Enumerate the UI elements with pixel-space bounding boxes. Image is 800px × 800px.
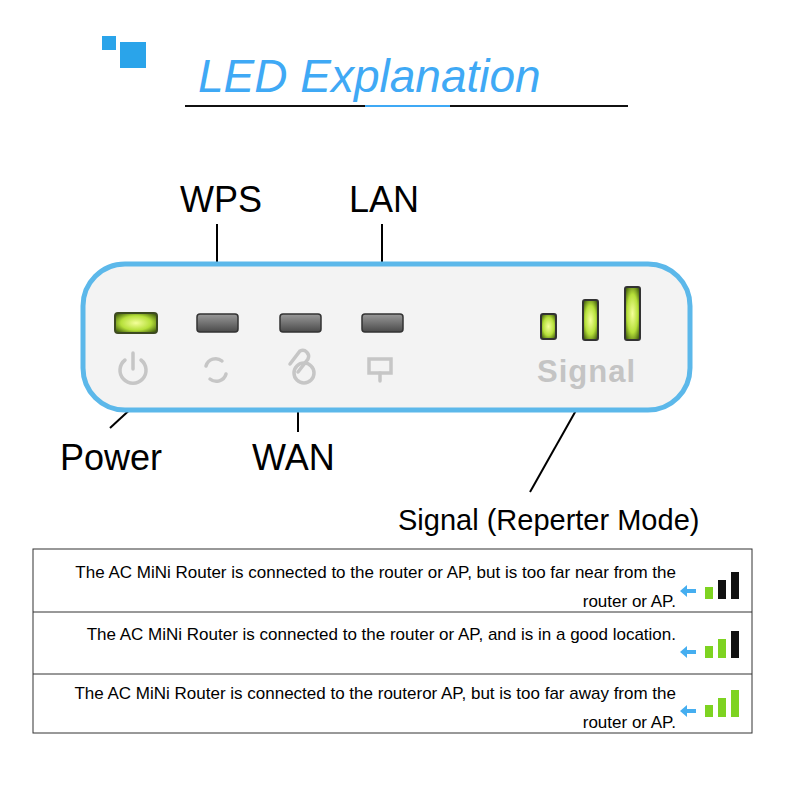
panel-label: Signal [537,355,636,389]
table-cell: The AC MiNi Router is connected to the r… [36,679,676,737]
title: LED Explanation [198,48,541,104]
signal-led [625,287,640,340]
panel-shape [80,261,693,413]
led-name: Power [60,438,162,478]
status-led [362,314,403,332]
pointer-arrow [680,585,696,717]
lan-icon [369,359,391,373]
led-name: Signal (Reperter Mode) [398,503,699,537]
table-cell: The AC MiNi Router is connected to the r… [36,620,676,649]
led-name: WPS [180,180,262,220]
table-cell: The AC MiNi Router is connected to the r… [36,558,676,616]
lan-icon [378,373,382,381]
title-underline [185,105,628,107]
status-led [197,314,238,332]
wps-icon [206,359,226,382]
title-icon [120,42,146,68]
table-border [33,612,752,613]
table-border [33,674,752,675]
signal-bars-icon [705,572,739,717]
table-border [33,549,752,733]
device-panel: Signal [80,261,693,413]
panel-outline [83,264,690,410]
signal-led [541,314,556,339]
led-icon [120,350,391,383]
led-name: LAN [349,180,419,220]
power-icon [131,353,135,369]
status-led [280,314,321,332]
title-icon [102,36,116,50]
led-name: WAN [252,438,335,478]
signal-led [583,300,598,340]
wan-icon [290,350,309,372]
power-led [115,313,157,333]
title-underline [365,105,450,107]
